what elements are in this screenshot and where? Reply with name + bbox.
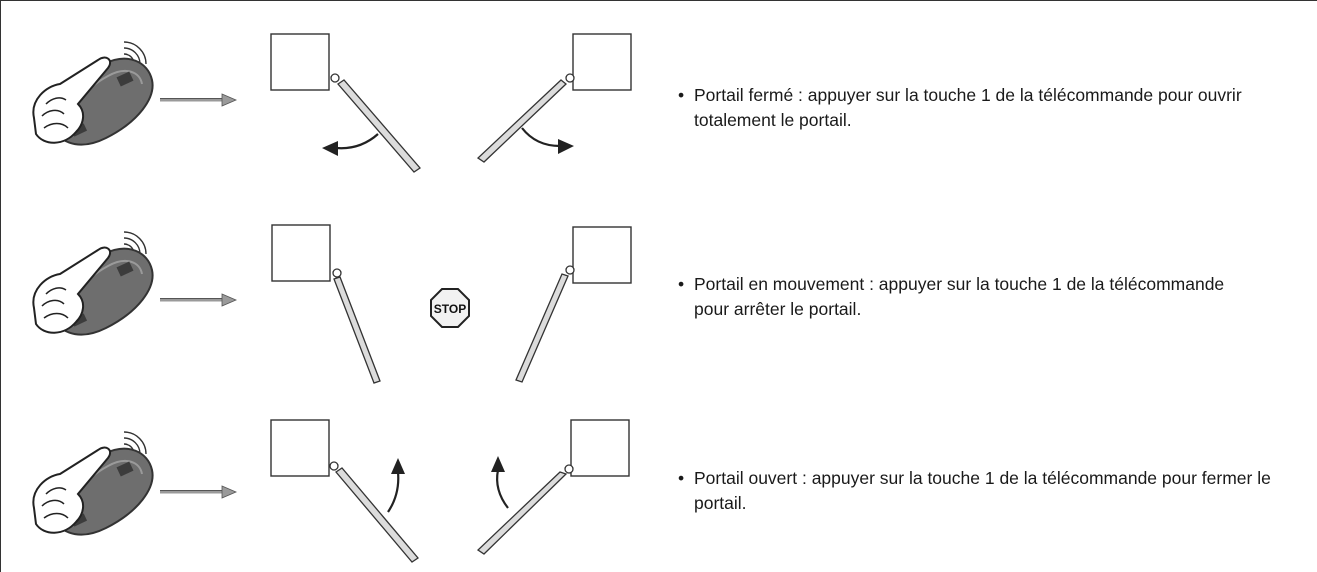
right-arrow-icon [158, 292, 238, 308]
remote-control-hand-icon [32, 41, 154, 146]
gate-hinge-icon [565, 265, 575, 275]
gate-leaf-left [333, 276, 381, 384]
gate-post-icon [270, 33, 330, 91]
bullet: • [678, 274, 685, 294]
stop-label: STOP [434, 302, 466, 316]
curved-arrow-icon [335, 133, 379, 150]
gate-hinge-icon [565, 73, 575, 83]
row3-description: • Portail ouvert : appuyer sur la touche… [678, 466, 1317, 516]
right-arrow-icon [158, 92, 238, 108]
row3-graphic [32, 419, 630, 563]
bullet: • [678, 468, 685, 488]
row2-graphic: STOP [32, 224, 632, 384]
row1-description: • Portail fermé : appuyer sur la touche … [678, 83, 1317, 133]
row1-graphic [32, 33, 632, 173]
gate-post-icon [271, 224, 331, 282]
curved-arrow-icon [387, 471, 400, 513]
gate-hinge-icon [564, 464, 574, 474]
gate-leaf-right [515, 273, 569, 383]
gate-hinge-icon [329, 461, 339, 471]
remote-control-hand-icon [32, 431, 154, 536]
gate-leaf-right [476, 471, 568, 555]
right-arrow-icon [158, 484, 238, 500]
gate-leaf-left [337, 79, 421, 173]
description-text: Portail fermé : appuyer sur la touche 1 … [694, 85, 1242, 130]
gate-post-icon [570, 419, 630, 477]
gate-post-icon [572, 226, 632, 284]
curved-arrow-icon [496, 469, 509, 509]
gate-hinge-icon [330, 73, 340, 83]
gate-post-icon [572, 33, 632, 91]
gate-hinge-icon [332, 268, 342, 278]
bullet: • [678, 85, 685, 105]
gate-leaf-left [335, 467, 419, 563]
row2-description: • Portail en mouvement : appuyer sur la … [678, 272, 1317, 322]
stop-sign-icon: STOP [430, 288, 470, 328]
gate-leaf-right [476, 79, 567, 163]
remote-control-hand-icon [32, 231, 154, 336]
gate-post-icon [270, 419, 330, 477]
description-text: Portail ouvert : appuyer sur la touche 1… [694, 468, 1271, 513]
curved-arrow-icon [521, 127, 561, 148]
description-text: Portail en mouvement : appuyer sur la to… [694, 274, 1225, 319]
